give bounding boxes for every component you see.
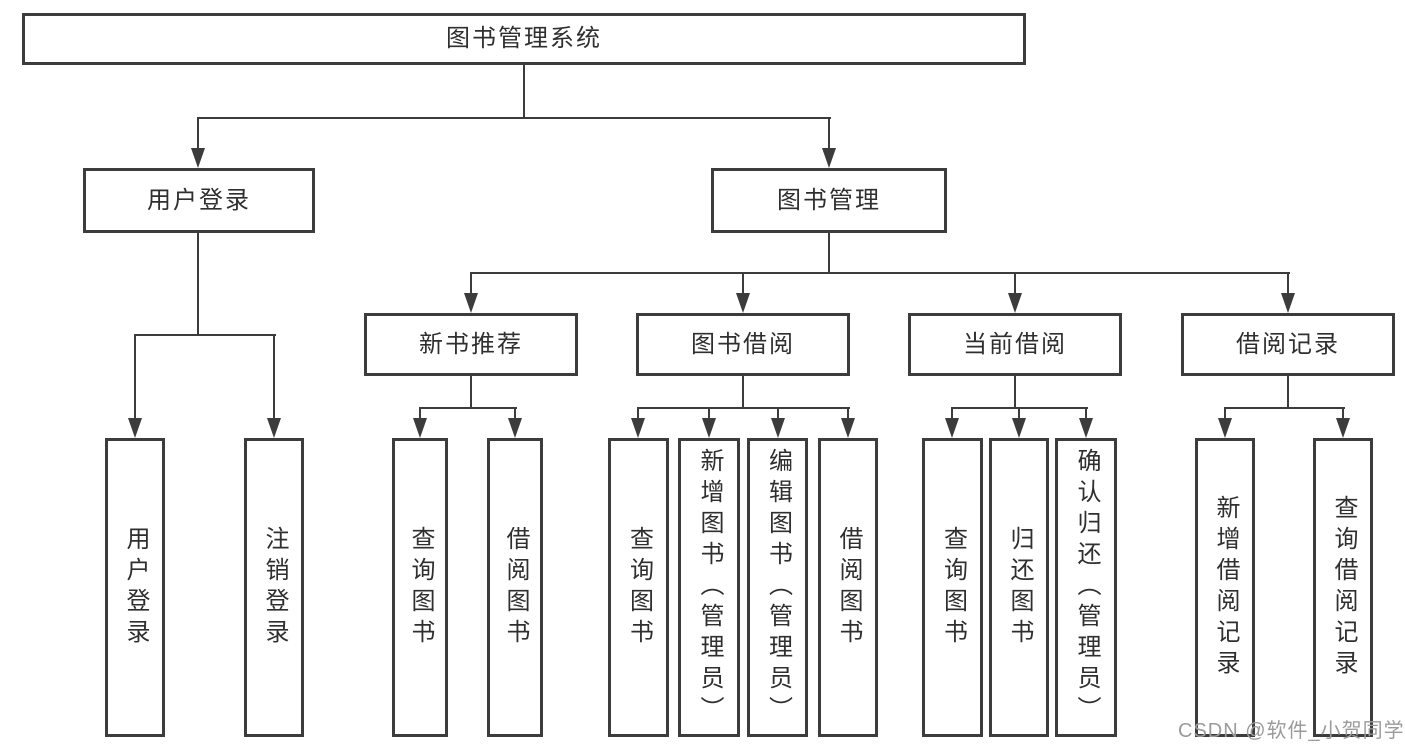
leaf-query-borrow-record: 查询借阅记录 [1313,438,1373,737]
arrowhead [822,148,836,168]
connector-stem-leaf [708,407,710,420]
arrowhead [1008,293,1022,313]
node-user-login: 用户登录 [83,168,315,233]
connector-stem-book-mgmt [828,117,830,150]
connector-group-b-rail [419,407,517,409]
connector-stem-borrow-records [1287,272,1289,295]
connector-stem-leaf [1085,407,1087,420]
connector-root-stub [523,65,525,119]
connector-stem-user-login [197,117,199,150]
connector-stem-leaf [777,407,779,420]
leaf-confirm-return-admin: 确认归还（管理员） [1055,438,1117,737]
arrowhead [736,293,750,313]
connector-current-borrow-stub [1014,376,1016,409]
leaf-edit-book-admin: 编辑图书（管理员） [747,438,808,737]
node-book-borrow: 图书借阅 [636,313,850,376]
connector-stem-leaf [1224,407,1226,420]
csdn-watermark: CSDN @软件_小贺同学 [1178,720,1405,742]
leaf-query-books: 查询图书 [392,438,448,737]
connector-group-c-rail [637,407,850,409]
connector-user-login-stub [197,233,199,336]
connector-stem-leaf [134,334,136,420]
arrowhead [464,293,478,313]
connector-stem-new-book [470,272,472,295]
connector-level3-rail [470,272,1290,274]
connector-stem-leaf [1018,407,1020,420]
leaf-query-books: 查询图书 [922,438,983,737]
leaf-return-books: 归还图书 [989,438,1049,737]
arrowhead [1079,418,1093,438]
connector-stem-leaf [514,407,516,420]
leaf-add-borrow-record: 新增借阅记录 [1195,438,1255,737]
arrowhead [702,418,716,438]
arrowhead [1012,418,1026,438]
arrowhead [413,418,427,438]
leaf-query-books: 查询图书 [608,438,669,737]
connector-stem-leaf [637,407,639,420]
arrowhead [191,148,205,168]
connector-stem-leaf [273,334,275,420]
connector-stem-leaf [951,407,953,420]
connector-stem-book-borrow [742,272,744,295]
leaf-borrow-books: 借阅图书 [818,438,878,737]
node-book-mgmt: 图书管理 [711,168,947,233]
leaf-borrow-books: 借阅图书 [487,438,543,737]
connector-group-e-rail [1224,407,1345,409]
node-borrow-records: 借阅记录 [1181,313,1395,376]
connector-level2-rail [197,117,831,119]
arrowhead [945,418,959,438]
node-current-borrow: 当前借阅 [908,313,1122,376]
arrowhead [771,418,785,438]
arrowhead [1336,418,1350,438]
connector-borrow-records-stub [1287,376,1289,409]
node-new-book-recommend: 新书推荐 [364,313,578,376]
connector-new-book-stub [470,376,472,409]
connector-stem-leaf [1342,407,1344,420]
connector-stem-leaf [847,407,849,420]
arrowhead [508,418,522,438]
leaf-logout: 注销登录 [244,438,304,737]
connector-stem-current-borrow [1014,272,1016,295]
connector-book-borrow-stub [742,376,744,409]
leaf-user-login: 用户登录 [105,438,165,737]
leaf-add-book-admin: 新增图书（管理员） [678,438,740,737]
arrowhead [1281,293,1295,313]
arrowhead [1218,418,1232,438]
arrowhead [128,418,142,438]
arrowhead [631,418,645,438]
connector-book-mgmt-stub [828,233,830,274]
connector-group-a-rail [134,334,276,336]
connector-stem-leaf [419,407,421,420]
arrowhead [267,418,281,438]
node-root: 图书管理系统 [22,13,1026,65]
arrowhead [841,418,855,438]
